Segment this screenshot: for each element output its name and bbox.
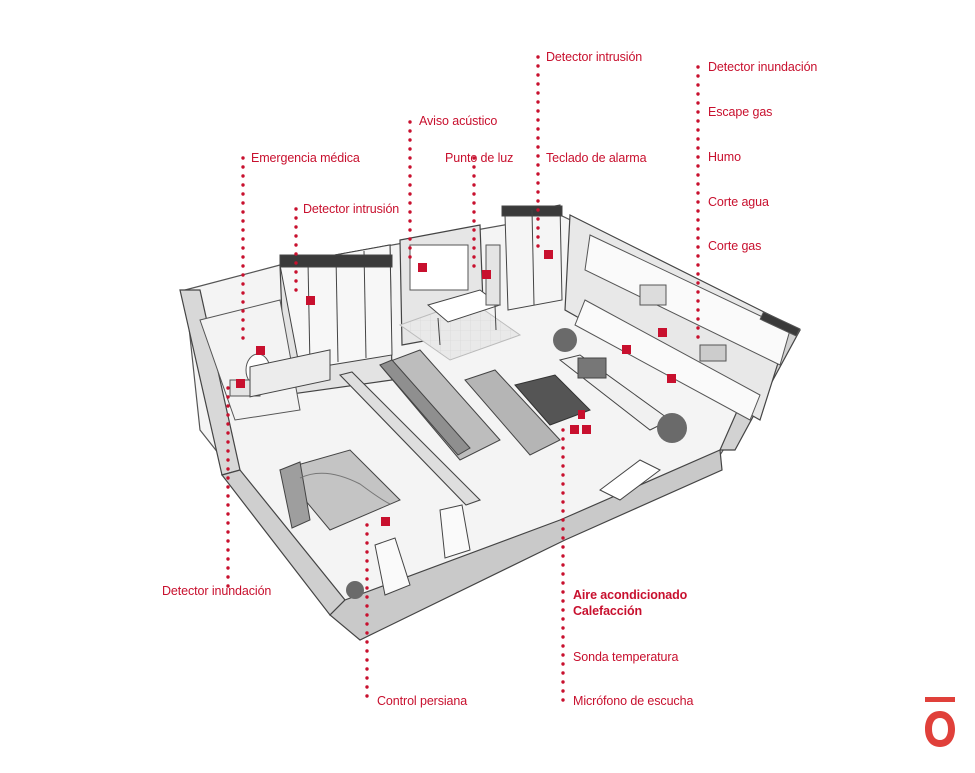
wardrobe: [279, 244, 393, 371]
label-emergencia-medica: Emergencia médica: [251, 151, 360, 165]
tall-cabinet: [501, 204, 563, 311]
leader-aviso-acustico: [408, 120, 412, 259]
label-corte-gas: Corte gas: [708, 239, 762, 253]
thermometer-icon: [570, 425, 579, 434]
motion-sensor-icon: [306, 296, 315, 305]
armchairs: [374, 504, 471, 596]
tv-unit: [558, 354, 671, 431]
leader-lines: [226, 55, 700, 702]
label-punto-de-luz: Punto de luz: [445, 151, 514, 165]
label-aviso-acustico: Aviso acústico: [419, 114, 498, 128]
label-detector-inundacion-top: Detector inundación: [708, 60, 818, 74]
keypad-icon: [544, 250, 553, 259]
label-detector-inundacion-bottom: Detector inundación: [162, 584, 272, 598]
thermometer-icon: [582, 425, 591, 434]
bed: [249, 349, 401, 531]
water-drop-icon: [622, 345, 631, 354]
label-control-persiana: Control persiana: [377, 694, 468, 708]
leader-detector-intrusion-left: [294, 207, 298, 292]
bulb-icon: [482, 270, 491, 279]
label-microfono-de-escucha: Micrófono de escucha: [573, 694, 694, 708]
label-calefaccion: Calefacción: [573, 604, 643, 618]
lounger: [599, 459, 661, 501]
partition-wall: [338, 371, 482, 506]
label-aire-acondicionado: Aire acondicionado: [573, 588, 688, 602]
label-escape-gas: Escape gas: [708, 105, 773, 119]
plants: [346, 328, 687, 599]
sofa-right: [464, 369, 561, 456]
smoke-icon: [658, 328, 667, 337]
label-teclado-de-alarma: Teclado de alarma: [546, 151, 647, 165]
kitchen-cabinets: [574, 234, 801, 421]
label-humo: Humo: [708, 150, 741, 164]
water-drop-icon: [236, 379, 245, 388]
leader-detector-inundacion-bottom: [226, 386, 230, 588]
leader-punto-de-luz: [472, 156, 476, 268]
label-sonda-temperatura: Sonda temperatura: [573, 650, 679, 664]
leader-emergencia-medica: [241, 156, 245, 340]
microphone-icon: [578, 410, 585, 419]
label-corte-agua: Corte agua: [708, 195, 769, 209]
medical-cross-icon: [256, 346, 265, 355]
leader-detector-intrusion-top: [536, 55, 540, 248]
blind-icon: [381, 517, 390, 526]
dining-area: [398, 244, 522, 361]
speaker-icon: [418, 263, 427, 272]
leader-kitchen-sensors: [696, 65, 700, 339]
label-detector-intrusion-left: Detector intrusión: [303, 202, 400, 216]
coffee-table: [514, 374, 591, 426]
brand-logo-icon: [925, 697, 955, 747]
leader-control-persiana: [365, 523, 369, 698]
leader-climate-sensors: [561, 428, 565, 702]
label-detector-intrusion-top: Detector intrusión: [546, 50, 643, 64]
sensor-markers: [236, 250, 676, 526]
sofa-left: [379, 349, 501, 461]
flame-icon: [667, 374, 676, 383]
